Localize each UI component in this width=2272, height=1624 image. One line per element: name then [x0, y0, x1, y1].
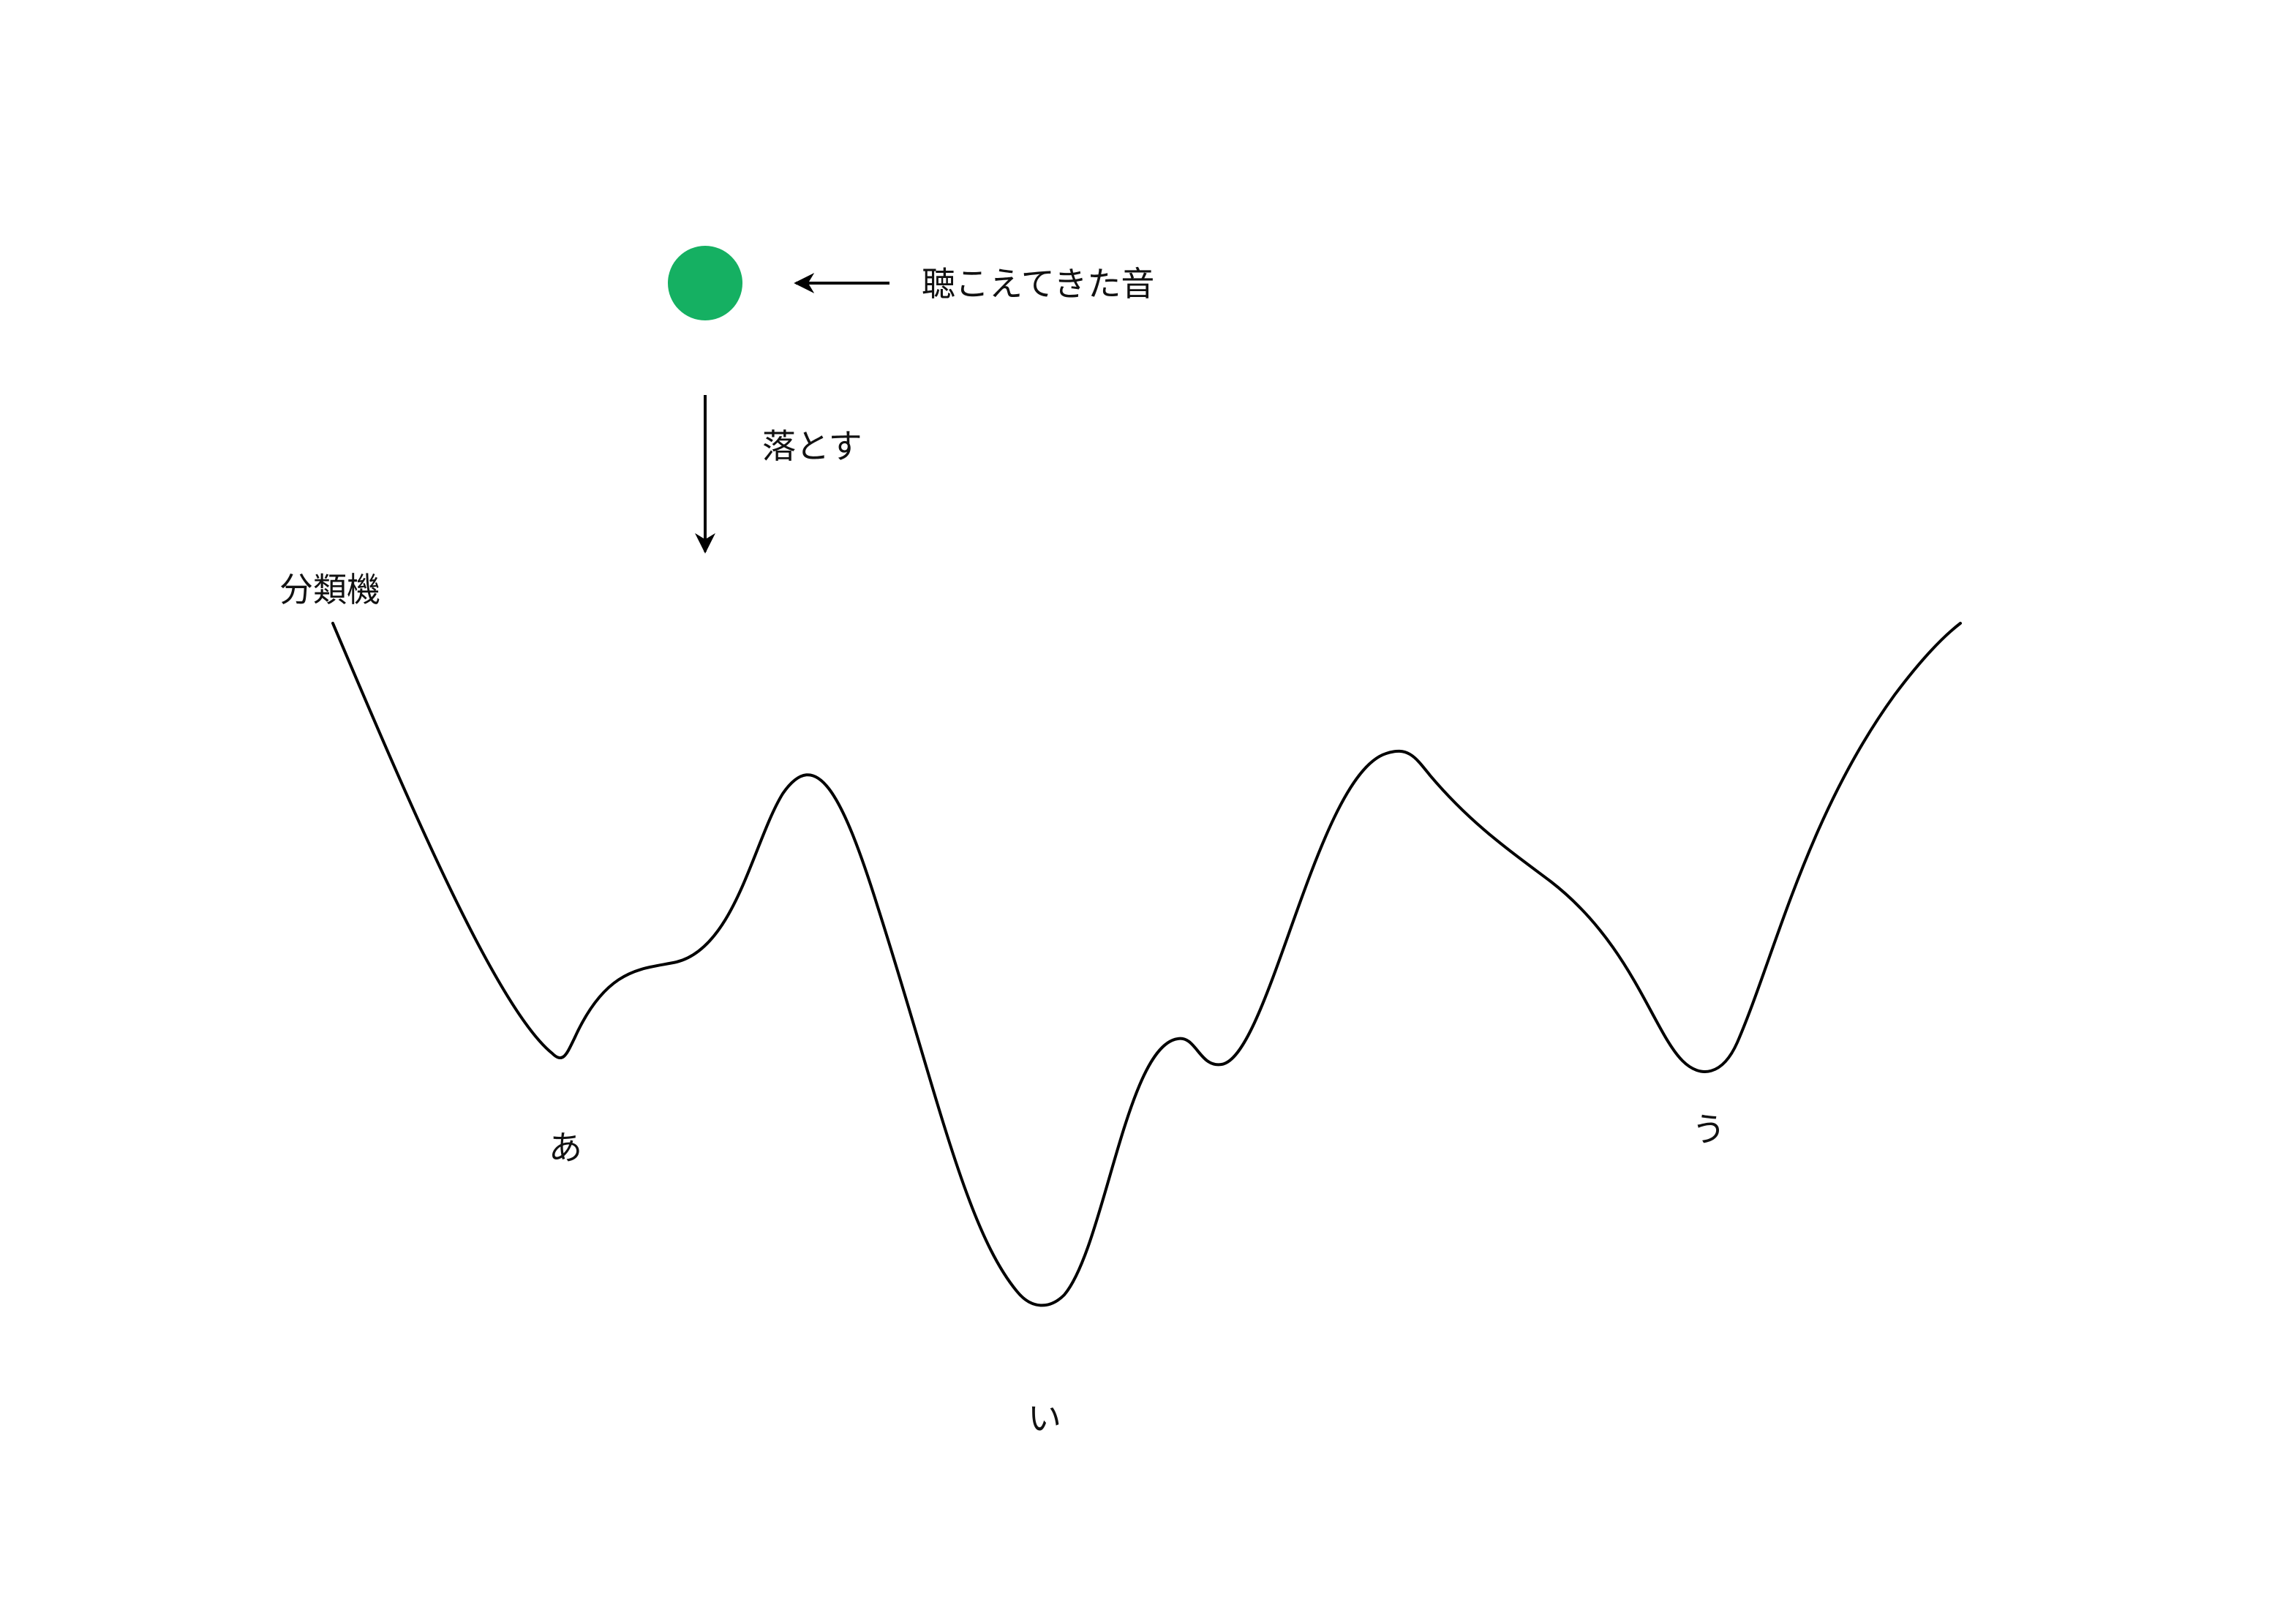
heard-sound-label: 聴こえてきた音 — [922, 264, 1154, 304]
classifier-landscape-curve — [331, 622, 1962, 1307]
sound-ball — [668, 246, 742, 320]
valley-i-label: い — [1028, 1399, 1061, 1438]
valley-a-label: あ — [549, 1128, 582, 1168]
drop-label: 落とす — [762, 426, 862, 466]
classifier-label: 分類機 — [279, 570, 380, 609]
valley-u-label: う — [1692, 1110, 1726, 1149]
